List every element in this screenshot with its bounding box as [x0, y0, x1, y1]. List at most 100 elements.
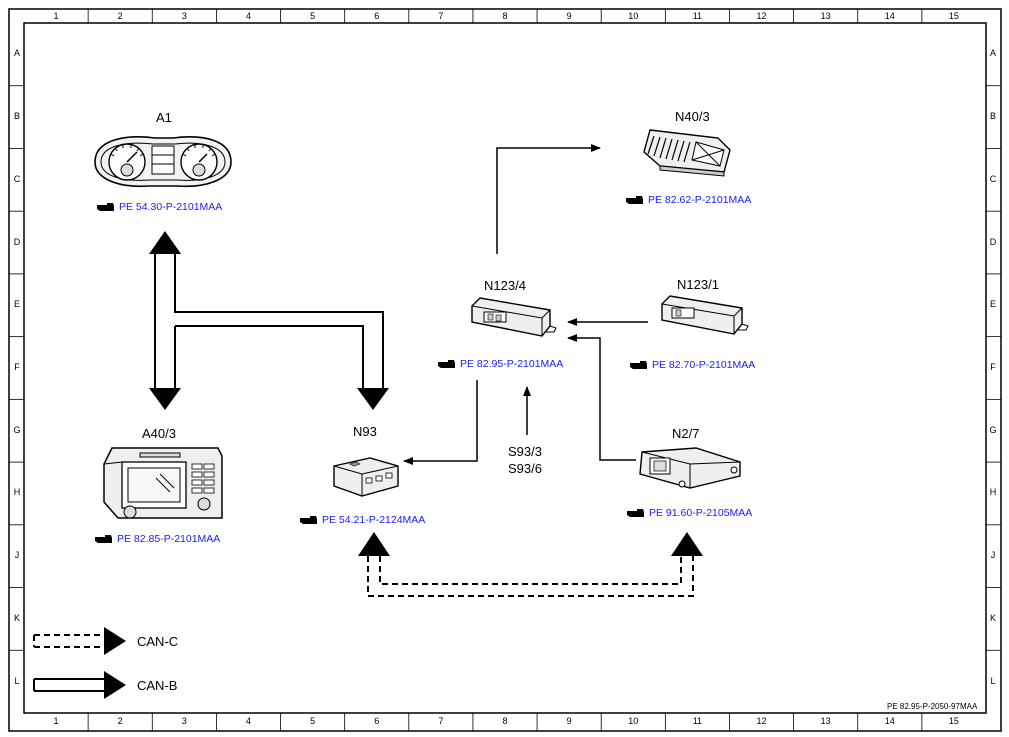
grid-row-label: D	[989, 236, 997, 247]
grid-column-label: 12	[756, 11, 767, 21]
grid-column-label: 6	[374, 716, 380, 726]
grid-row-label: K	[13, 612, 20, 623]
grid-row-label: B	[989, 111, 996, 122]
legend-can-c-symbol	[33, 627, 126, 655]
a40-3-ref-text: PE 82.85-P-2101MAA	[117, 533, 221, 545]
s93-3-label: S93/3	[508, 444, 542, 459]
a1-label: A1	[156, 110, 172, 125]
grid-column-label: 14	[884, 716, 895, 726]
grid-row-label: L	[990, 675, 996, 686]
n2-7-ref-link[interactable]: PE 91.60-P-2105MAA	[627, 507, 752, 519]
grid-column-label: 11	[692, 716, 703, 726]
pointing-hand-icon	[627, 509, 644, 517]
grid-column-label: 3	[181, 11, 187, 21]
grid-row-label: H	[13, 487, 21, 498]
a40-3-label: A40/3	[142, 426, 176, 441]
grid-column-label: 1	[53, 11, 59, 21]
grid-row-label: A	[989, 48, 996, 59]
grid-column-label: 4	[245, 716, 251, 726]
can-c-arrowhead-n93	[358, 532, 390, 556]
grid-column-label: 5	[310, 716, 316, 726]
grid-row-label: C	[13, 173, 21, 184]
a1-ref-link[interactable]: PE 54.30-P-2101MAA	[97, 201, 222, 213]
grid-column-label: 2	[117, 11, 123, 21]
grid-row-label: B	[13, 111, 20, 122]
legend-can-b-label: CAN-B	[137, 678, 178, 693]
pointing-hand-icon	[300, 516, 317, 524]
n123-1-module-image	[661, 295, 749, 335]
grid-column-label: 12	[756, 716, 767, 726]
can-b-line-a1-a40-n93	[149, 231, 389, 410]
n123-1-ref-link[interactable]: PE 82.70-P-2101MAA	[630, 359, 755, 371]
s93-6-label: S93/6	[508, 461, 542, 476]
a1-instrument-cluster-image	[94, 136, 232, 188]
grid-column-label: 5	[310, 11, 316, 21]
n93-ref-text: PE 54.21-P-2124MAA	[322, 514, 426, 526]
n2-7-module-image	[639, 447, 741, 489]
legend-can-c-label: CAN-C	[137, 634, 179, 649]
grid-ruler	[9, 9, 1001, 731]
n93-module-image	[333, 457, 399, 497]
pointing-hand-icon	[438, 360, 455, 368]
grid-row-label: C	[989, 173, 997, 184]
grid-row-label: E	[13, 299, 20, 310]
grid-column-label: 10	[628, 716, 639, 726]
grid-column-label: 15	[948, 11, 959, 21]
pointing-hand-icon	[97, 203, 114, 211]
grid-row-label: F	[14, 362, 20, 372]
document-reference: PE 82.95-P-2050-97MAA	[887, 702, 978, 711]
n123-1-ref-text: PE 82.70-P-2101MAA	[652, 359, 756, 371]
n123-4-ref-link[interactable]: PE 82.95-P-2101MAA	[438, 358, 563, 370]
grid-column-label: 4	[245, 11, 251, 21]
pointing-hand-icon	[630, 361, 647, 369]
grid-row-label: J	[14, 550, 20, 561]
signal-lines	[403, 144, 648, 465]
grid-row-label: H	[989, 487, 997, 498]
grid-column-label: 2	[117, 716, 123, 726]
grid-row-label: J	[990, 550, 996, 561]
a40-3-ref-link[interactable]: PE 82.85-P-2101MAA	[95, 533, 220, 545]
n123-4-module-image	[471, 297, 557, 337]
n93-ref-link[interactable]: PE 54.21-P-2124MAA	[300, 514, 425, 526]
grid-column-label: 14	[884, 11, 895, 21]
grid-column-label: 10	[628, 11, 639, 21]
grid-column-label: 7	[438, 716, 444, 726]
grid-column-label: 15	[948, 716, 959, 726]
a1-ref-text: PE 54.30-P-2101MAA	[119, 201, 223, 213]
grid-column-label: 9	[566, 716, 572, 726]
grid-column-label: 1	[53, 716, 59, 726]
grid-column-label: 6	[374, 11, 380, 21]
can-c-line-n93-n2-7	[367, 556, 694, 597]
n40-3-amplifier-image	[643, 129, 731, 177]
n123-1-label: N123/1	[677, 277, 719, 292]
grid-column-label: 9	[566, 11, 572, 21]
n2-7-label: N2/7	[672, 426, 700, 441]
grid-column-label: 7	[438, 11, 444, 21]
grid-row-label: G	[989, 424, 997, 435]
grid-row-label: A	[13, 48, 20, 59]
n40-3-ref-text: PE 82.62-P-2101MAA	[648, 194, 752, 206]
grid-row-label: D	[13, 236, 21, 247]
grid-column-label: 13	[820, 716, 831, 726]
grid-row-label: E	[989, 299, 996, 310]
legend-can-b-symbol	[33, 671, 126, 699]
grid-column-label: 13	[820, 11, 831, 21]
n93-label: N93	[353, 424, 377, 439]
grid-row-label: F	[990, 362, 996, 372]
grid-column-label: 8	[502, 11, 508, 21]
pointing-hand-icon	[95, 535, 112, 543]
pointing-hand-icon	[626, 196, 643, 204]
grid-row-label: L	[14, 675, 20, 686]
n123-4-ref-text: PE 82.95-P-2101MAA	[460, 358, 564, 370]
inner-border	[23, 22, 987, 714]
grid-row-label: K	[989, 612, 996, 623]
grid-column-label: 3	[181, 716, 187, 726]
grid-column-label: 8	[502, 716, 508, 726]
n123-4-label: N123/4	[484, 278, 526, 293]
a40-3-head-unit-image	[103, 447, 223, 519]
can-c-arrowhead-n2-7	[671, 532, 703, 556]
n40-3-label: N40/3	[675, 109, 710, 124]
outer-border	[8, 8, 1002, 732]
n40-3-ref-link[interactable]: PE 82.62-P-2101MAA	[626, 194, 751, 206]
